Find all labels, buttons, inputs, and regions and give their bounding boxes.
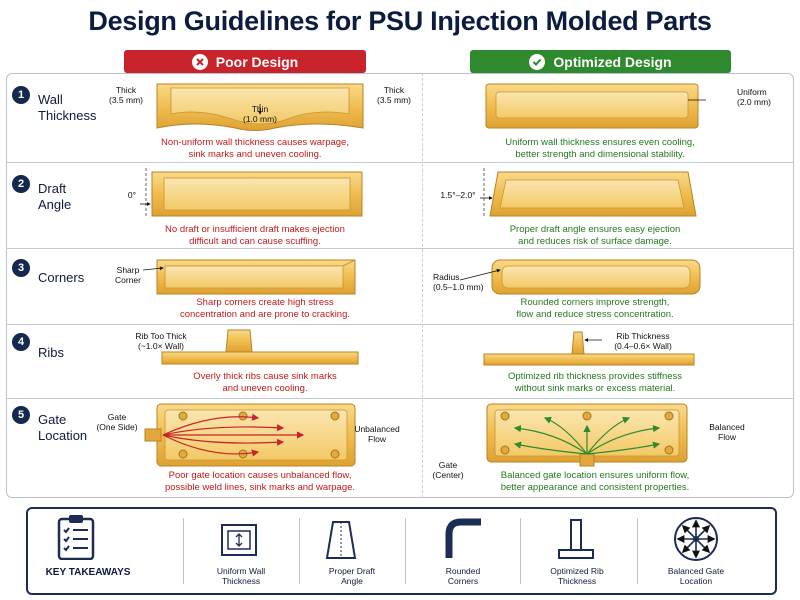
rib-thickness-label: Rib Thickness(0.4–0.6× Wall): [614, 331, 672, 351]
row-number-3: 3: [12, 259, 30, 277]
row-label-line1: Wall: [38, 92, 63, 107]
rounded-corner-icon: [445, 518, 481, 558]
optimized-gate-caption: Balanced gate location ensures uniform f…: [500, 470, 690, 493]
takeaway-divider: [405, 518, 406, 584]
draft-range-label: 1.5°–2.0°: [440, 190, 476, 200]
optimized-draft-caption: Proper draft angle ensures easy ejection…: [509, 224, 681, 247]
optimized-rib-part: [483, 331, 695, 366]
row-label-line2: Angle: [38, 197, 72, 212]
gate-one-side-label: Gate(One Side): [96, 412, 138, 432]
takeaway-divider: [299, 518, 300, 584]
comparison-grid: [6, 73, 794, 498]
column-divider: [422, 73, 423, 498]
poor-design-label: Poor Design: [215, 53, 299, 70]
poor-design-header: Poor Design: [124, 50, 366, 73]
radius-label: Radius(0.5–1.0 mm): [433, 272, 484, 292]
thin-label: Thin(1.0 mm): [243, 104, 277, 124]
x-circle-icon: [191, 53, 208, 70]
thick-left-label: Thick(3.5 mm): [109, 85, 143, 105]
row-label-line2: Thickness: [38, 108, 97, 123]
uniform-wall-icon: [221, 524, 257, 556]
clipboard-checklist-icon: [57, 515, 95, 560]
optimized-design-label: Optimized Design: [553, 53, 672, 70]
poor-corner-part: [142, 259, 356, 295]
draft-angle-icon: [325, 521, 357, 559]
optimized-rib-caption: Optimized rib thickness provides stiffne…: [507, 371, 683, 394]
row-label-draft-angle: Draft Angle: [38, 181, 71, 213]
optimized-wall-caption: Uniform wall thickness ensures even cool…: [505, 137, 695, 160]
rib-too-thick-label: Rib Too Thick(~1.0× Wall): [135, 331, 187, 351]
row-label-gate-location: Gate Location: [38, 412, 87, 444]
row-number-5: 5: [12, 406, 30, 424]
row-label-ribs: Ribs: [38, 345, 65, 360]
poor-wall-caption: Non-uniform wall thickness causes warpag…: [161, 137, 349, 160]
key-takeaways-panel: [26, 507, 777, 595]
row-label-corners: Corners: [38, 270, 85, 285]
check-circle-icon: [529, 53, 546, 70]
takeaway-divider: [183, 518, 184, 584]
row-divider: [6, 248, 794, 249]
rib-icon: [558, 519, 594, 559]
thick-right-label: Thick(3.5 mm): [377, 85, 411, 105]
balanced-gate-icon: [674, 517, 718, 561]
zero-degree-label: 0°: [127, 190, 137, 200]
poor-wall-part: [156, 83, 364, 131]
optimized-design-header: Optimized Design: [470, 50, 731, 73]
optimized-corner-part: [459, 259, 701, 295]
row-number-4: 4: [12, 333, 30, 351]
row-divider: [6, 162, 794, 163]
optimized-gate-part: [486, 403, 688, 467]
poor-rib-part: [161, 329, 359, 365]
takeaway-divider: [520, 518, 521, 584]
row-number-1: 1: [12, 86, 30, 104]
optimized-corner-caption: Rounded corners improve strength,flow an…: [516, 297, 674, 320]
row-divider: [6, 324, 794, 325]
key-takeaways-title: KEY TAKEAWAYS: [45, 567, 131, 578]
row-label-line1: Gate: [38, 412, 67, 427]
uniform-label: Uniform(2.0 mm): [737, 87, 771, 107]
row-label-wall-thickness: Wall Thickness: [38, 92, 97, 124]
row-divider: [6, 398, 794, 399]
row-number-2: 2: [12, 175, 30, 193]
gate-center-label: Gate(Center): [432, 460, 464, 480]
optimized-draft-part: [480, 168, 697, 218]
poor-gate-caption: Poor gate location causes unbalanced flo…: [164, 470, 356, 493]
page-title: Design Guidelines for PSU Injection Mold…: [88, 6, 712, 36]
poor-draft-caption: No draft or insufficient draft makes eje…: [165, 224, 345, 247]
poor-gate-part: [144, 403, 356, 467]
row-label-line2: Location: [38, 428, 88, 443]
optimized-wall-part: [485, 83, 706, 129]
poor-draft-part: [140, 168, 363, 218]
takeaway-divider: [637, 518, 638, 584]
row-label-line1: Draft: [38, 181, 67, 196]
